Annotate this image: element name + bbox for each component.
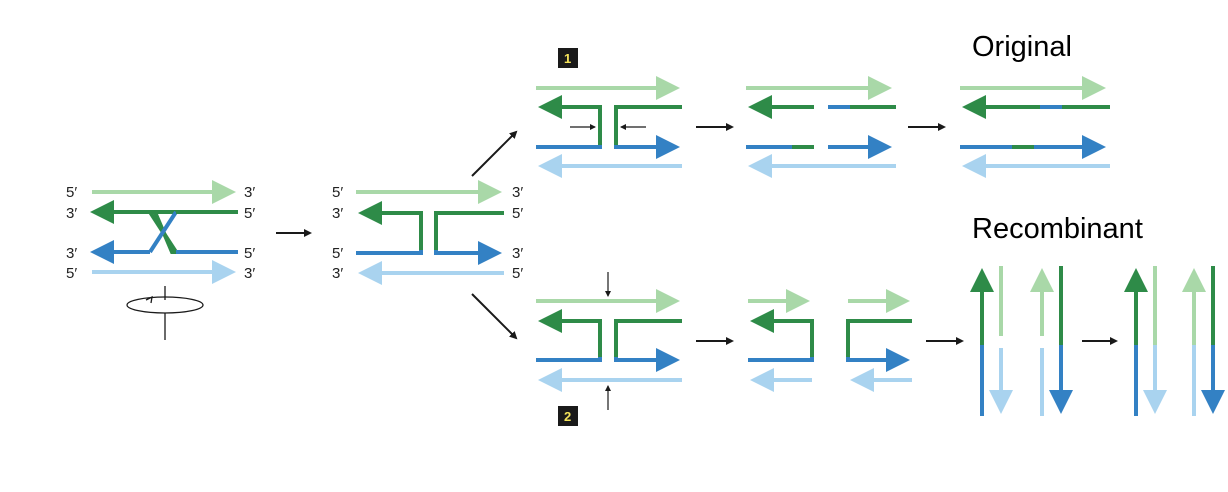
bottom-cleavage-junction: [536, 272, 682, 410]
strand-dark-green: [434, 211, 504, 250]
strand-dark-green: [614, 105, 682, 146]
bottom-separated-halves: [748, 289, 912, 392]
strand-dark-blue: [536, 357, 602, 362]
label-3prime: 3′: [512, 184, 523, 201]
heading-recombinant: Recombinant: [972, 213, 1143, 245]
stage1-crossed-junction: 5′ 3′ 3′ 5′ 3′ 5′ 5′ 3′: [66, 180, 255, 340]
strand-dark-green: [358, 201, 423, 250]
svg-text:2: 2: [564, 409, 571, 424]
strand-dark-green: [538, 95, 602, 146]
strand-dark-blue: [748, 357, 814, 362]
strand-dark-blue-cross: [148, 210, 178, 254]
label-3prime: 3′: [512, 245, 523, 262]
label-5prime: 5′: [244, 245, 255, 262]
arrow-icon: [471, 293, 518, 340]
label-3prime: 3′: [66, 245, 77, 262]
strand-dark-green: [846, 319, 912, 358]
label-5prime: 5′: [512, 205, 523, 222]
label-5prime: 5′: [332, 245, 343, 262]
strand-dark-blue: [614, 135, 680, 159]
label-5prime: 5′: [332, 184, 343, 201]
label-3prime: 3′: [244, 265, 255, 282]
original-product: [960, 76, 1110, 178]
label-3prime: 3′: [332, 205, 343, 222]
stage2-open-junction: 5′ 3′ 3′ 5′ 5′ 3′ 3′ 5′: [332, 180, 523, 285]
label-5prime: 5′: [244, 205, 255, 222]
strand-dark-green: [538, 309, 602, 358]
strand-dark-green: [151, 210, 238, 254]
heading-original: Original: [972, 31, 1072, 63]
strand-dark-blue: [846, 348, 910, 372]
label-3prime: 3′: [244, 184, 255, 201]
label-5prime: 5′: [66, 265, 77, 282]
badge-1: 1: [558, 48, 578, 68]
strand-dark-blue: [614, 348, 680, 372]
label-5prime: 5′: [66, 184, 77, 201]
arrow-icon: [471, 130, 518, 177]
badge-2: 2: [558, 406, 578, 426]
strand-dark-blue: [434, 241, 502, 265]
label-3prime: 3′: [332, 265, 343, 282]
rotation-axis-icon: [126, 286, 204, 340]
strand-dark-blue: [356, 250, 423, 255]
svg-text:1: 1: [564, 51, 571, 66]
label-5prime: 5′: [512, 265, 523, 282]
strand-dark-blue: [536, 145, 602, 149]
strand-dark-green: [614, 319, 682, 358]
recombinant-product: [1124, 266, 1225, 416]
top-cleavage-junction: [536, 76, 682, 178]
recombinant-intermediate: [970, 266, 1073, 416]
label-3prime: 3′: [66, 205, 77, 222]
strand-dark-green: [750, 309, 814, 358]
top-ligation-intermediate: [746, 76, 896, 178]
